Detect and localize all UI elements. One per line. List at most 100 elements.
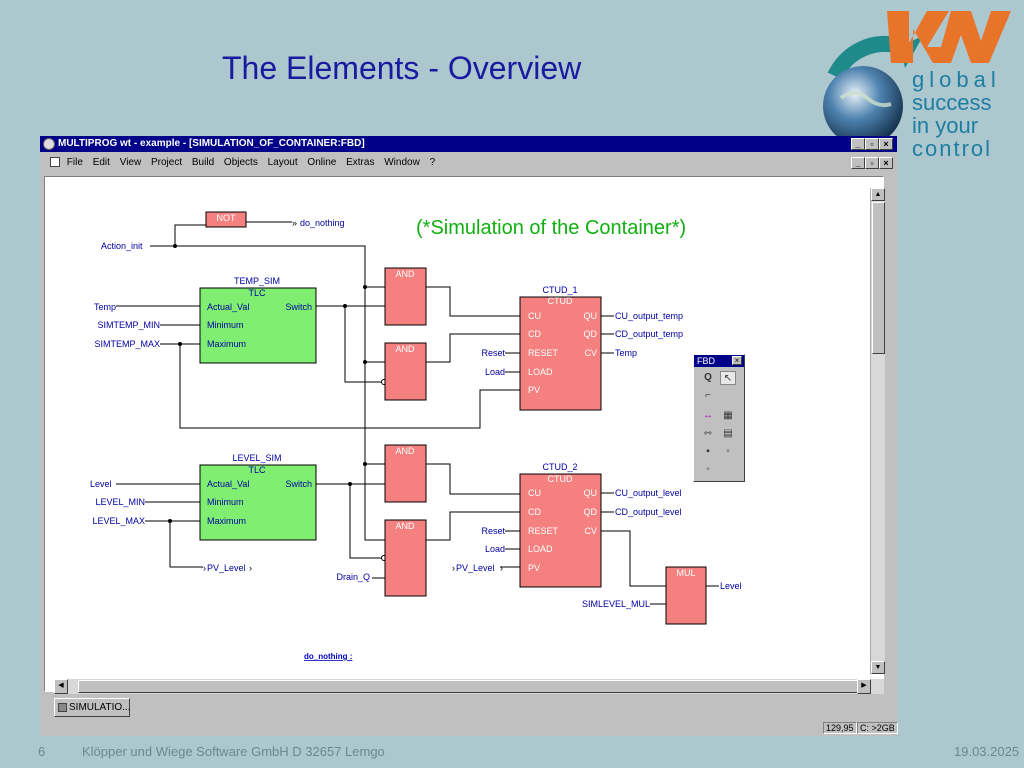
pointer-icon[interactable]: ↖ xyxy=(720,371,736,385)
window-titlebar[interactable]: MULTIPROG wt - example - [SIMULATION_OF_… xyxy=(40,136,897,152)
menu-extras[interactable]: Extras xyxy=(346,157,375,168)
cu-output-level-var[interactable]: CU_output_level xyxy=(615,488,682,498)
ctud2-out-qu: QU xyxy=(584,488,598,498)
temp-sim-instance: TEMP_SIM xyxy=(234,276,280,286)
ctud1-block[interactable] xyxy=(519,296,602,411)
vertical-scroll-thumb[interactable] xyxy=(872,202,885,354)
and-block[interactable] xyxy=(384,444,427,503)
ctud2-in-reset: RESET xyxy=(528,526,559,536)
ctud1-in-pv: PV xyxy=(528,385,540,395)
ctud2-in-pv: PV xyxy=(528,563,540,573)
footer-company: Klöpper und Wiege Software GmbH D 32657 … xyxy=(82,744,385,759)
cu-output-temp-var[interactable]: CU_output_temp xyxy=(615,311,683,321)
pv-level-connector[interactable]: PV_Level xyxy=(207,563,246,573)
tagline: global success in your control xyxy=(912,68,1001,160)
tab-simulation[interactable]: SIMULATIO... xyxy=(54,698,131,717)
scroll-right-button[interactable]: ▶ xyxy=(857,679,871,694)
zoom-icon[interactable]: Q xyxy=(704,372,712,383)
ctud2-type: CTUD xyxy=(548,474,573,484)
temp-var[interactable]: Temp xyxy=(94,302,116,312)
ctud2-reset-var[interactable]: Reset xyxy=(481,526,505,536)
footer-date: 19.03.2025 xyxy=(954,744,1020,759)
connector-marker-icon: › xyxy=(249,563,252,573)
menu-window[interactable]: Window xyxy=(384,157,420,168)
level-sim-block[interactable] xyxy=(199,464,317,541)
not-block[interactable] xyxy=(205,211,247,228)
doc-minimize-button[interactable]: _ xyxy=(851,157,865,169)
doc-restore-button[interactable]: ▫ xyxy=(865,157,879,169)
action-init-label[interactable]: Action_init xyxy=(101,241,143,251)
menu-edit[interactable]: Edit xyxy=(92,157,110,168)
toolbox-titlebar[interactable]: FBD × xyxy=(694,355,744,367)
menu-layout[interactable]: Layout xyxy=(267,157,298,168)
ctud2-block[interactable] xyxy=(519,473,602,588)
ctud1-reset-var[interactable]: Reset xyxy=(481,348,505,358)
and-block[interactable] xyxy=(384,267,427,326)
and-block[interactable] xyxy=(384,342,427,401)
cd-output-temp-var[interactable]: CD_output_temp xyxy=(615,329,683,339)
cd-output-level-var[interactable]: CD_output_level xyxy=(615,507,682,517)
level-min-var[interactable]: LEVEL_MIN xyxy=(95,497,145,507)
temp-output-var[interactable]: Temp xyxy=(615,348,637,358)
jump-label[interactable]: do_nothing : xyxy=(304,652,352,661)
level-sim-instance: LEVEL_SIM xyxy=(232,453,281,463)
and-block[interactable] xyxy=(384,519,427,597)
menu-file[interactable]: File xyxy=(66,157,83,168)
menu-project[interactable]: Project xyxy=(150,157,183,168)
status-disk: C: >2GB xyxy=(857,722,898,734)
kw-letters-icon xyxy=(887,11,1011,63)
simtemp-min-var[interactable]: SIMTEMP_MIN xyxy=(97,320,160,330)
document-icon[interactable] xyxy=(50,157,60,168)
block-icon[interactable]: ▪ xyxy=(706,464,710,475)
mul-output-var[interactable]: Level xyxy=(720,581,742,591)
ctud1-out-cv: CV xyxy=(584,348,597,358)
input-contact-icon[interactable]: ▪ xyxy=(706,446,710,457)
horizontal-scrollbar[interactable]: ◀ ▶ xyxy=(54,679,884,694)
scroll-left-button[interactable]: ◀ xyxy=(54,679,68,694)
tagline-line: control xyxy=(912,136,993,161)
minimize-button[interactable]: _ xyxy=(851,138,865,150)
connect-icon[interactable]: ↔ xyxy=(703,410,713,421)
level-var[interactable]: Level xyxy=(90,479,112,489)
status-coords: 129,95 xyxy=(823,722,857,734)
worksheet-icon xyxy=(58,703,67,712)
vertical-scrollbar[interactable]: ▲ ▼ xyxy=(870,188,885,674)
temp-sim-block[interactable] xyxy=(199,287,317,364)
junction-dots xyxy=(168,244,367,523)
diagram-comment[interactable]: (*Simulation of the Container*) xyxy=(416,217,686,239)
temp-sim-in-actual: Actual_Val xyxy=(207,302,249,312)
mul-block[interactable] xyxy=(665,566,707,625)
output-contact-icon[interactable]: ▪ xyxy=(726,446,730,457)
temp-sim-in-min: Minimum xyxy=(207,320,244,330)
doc-close-button[interactable]: × xyxy=(879,157,893,169)
level-max-var[interactable]: LEVEL_MAX xyxy=(92,516,145,526)
level-sim-in-actual: Actual_Val xyxy=(207,479,249,489)
slide-title: The Elements - Overview xyxy=(222,50,582,86)
scroll-up-button[interactable]: ▲ xyxy=(871,188,885,201)
simlevel-mul-var[interactable]: SIMLEVEL_MUL xyxy=(582,599,650,609)
menu-objects[interactable]: Objects xyxy=(223,157,258,168)
menu-help[interactable]: ? xyxy=(429,157,436,168)
drain-q-var[interactable]: Drain_Q xyxy=(336,572,370,582)
not-output-label[interactable]: do_nothing xyxy=(300,218,345,228)
menu-online[interactable]: Online xyxy=(307,157,337,168)
simtemp-max-var[interactable]: SIMTEMP_MAX xyxy=(94,339,160,349)
ctud2-load-var[interactable]: Load xyxy=(485,544,505,554)
line-tool-icon[interactable]: ⌐ xyxy=(705,390,711,401)
scroll-down-button[interactable]: ▼ xyxy=(871,661,885,674)
ctud2-pv-connector[interactable]: PV_Level xyxy=(456,563,495,573)
negate-icon[interactable]: ⇿ xyxy=(703,428,713,439)
toolbox-title: FBD xyxy=(697,356,715,366)
menu-build[interactable]: Build xyxy=(191,157,215,168)
menu-bar: File Edit View Project Build Objects Lay… xyxy=(40,153,897,173)
toolbox-close-button[interactable]: × xyxy=(732,356,742,365)
app-icon xyxy=(43,138,55,150)
variable-icon[interactable]: ▦ xyxy=(723,410,733,421)
ctud1-out-qu: QU xyxy=(584,311,598,321)
tagline-line: global xyxy=(912,67,1001,92)
menu-view[interactable]: View xyxy=(119,157,142,168)
close-button[interactable]: × xyxy=(879,138,893,150)
restore-button[interactable]: ▫ xyxy=(865,138,879,150)
ctud1-load-var[interactable]: Load xyxy=(485,367,505,377)
insert-icon[interactable]: ▤ xyxy=(723,428,733,439)
